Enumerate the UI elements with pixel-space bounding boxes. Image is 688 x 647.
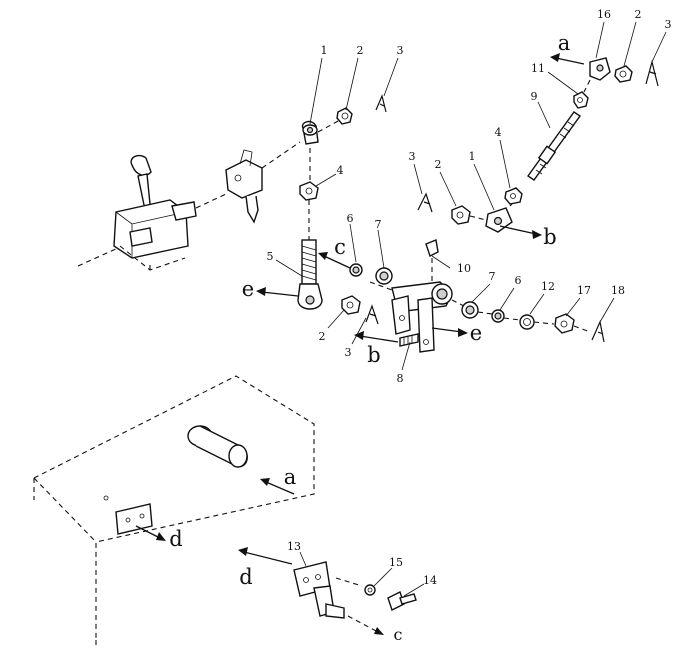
nut-4-mid: [504, 187, 523, 205]
label-p15: 15: [389, 556, 403, 569]
label-p4-top: 4: [337, 164, 344, 177]
rod-9: [527, 111, 581, 181]
pin-3-tr: [645, 59, 659, 87]
label-p18: 18: [611, 284, 625, 297]
nut-2-tr: [614, 65, 633, 83]
arrow-d-box: [135, 525, 166, 541]
top-nut: [336, 107, 353, 125]
label-p7-left: 7: [375, 218, 382, 231]
axis-line-right: [451, 299, 465, 307]
grease-fitting-10: [425, 239, 439, 284]
label-p8: 8: [397, 372, 404, 385]
mid-nut-4: [299, 181, 319, 240]
ref-e-right: e: [470, 321, 482, 345]
bushing-7-left: [375, 267, 393, 285]
ref-b-mid: b: [543, 225, 556, 249]
label-p3-bot: 3: [345, 346, 352, 359]
leader-lines: [275, 21, 667, 597]
control-lever-assembly: [77, 154, 227, 271]
enclosure-box: [33, 375, 315, 647]
label-p10: 10: [457, 262, 471, 275]
label-p9: 9: [531, 90, 538, 103]
bushing-7-right: [461, 301, 479, 319]
arrow-a-box: [260, 478, 295, 495]
nut-2-bottom: [341, 295, 361, 315]
arrow-b-bot: [354, 331, 399, 343]
label-p2-mid: 2: [435, 158, 442, 171]
arrow-c-bracket: [347, 615, 384, 635]
arrow-e-right: [431, 327, 468, 337]
arrow-c-mid: [318, 252, 351, 269]
label-p14: 14: [423, 574, 437, 587]
top-cotter-pin: [375, 94, 387, 113]
label-p7-right: 7: [489, 270, 496, 283]
label-p3-top: 3: [397, 44, 404, 57]
label-p13: 13: [287, 540, 301, 553]
label-p3-tr: 3: [665, 18, 672, 31]
arrow-e-left: [256, 287, 299, 297]
nut-17: [554, 313, 575, 334]
label-p6-left: 6: [347, 212, 354, 225]
nut-2-mid: [451, 205, 487, 225]
axis-line-right-2: [477, 311, 493, 315]
ref-d-bracket: d: [239, 565, 252, 589]
label-p2-bot: 2: [319, 330, 326, 343]
collar-6-left: [349, 263, 363, 277]
axis-line-right-5: [573, 325, 591, 333]
label-p6-right: 6: [515, 274, 522, 287]
label-p17: 17: [577, 284, 591, 297]
axis-line-right-3: [503, 317, 521, 321]
rod-5: [297, 239, 323, 310]
ref-a-box: a: [284, 465, 297, 489]
label-p5: 5: [267, 250, 274, 263]
ref-d-box: d: [169, 527, 182, 551]
collar-6-right: [491, 309, 505, 323]
label-p2-tr: 2: [635, 8, 642, 21]
label-p1-mid: 1: [469, 150, 476, 163]
ball-joint-16: [583, 57, 611, 93]
lever-bracket: [225, 141, 301, 224]
bolt-8: [399, 333, 419, 347]
reference-letters: a b c e b e a d d c: [169, 31, 570, 644]
arrow-d-bracket: [238, 547, 293, 565]
ref-c-bracket: c: [394, 625, 403, 644]
label-p3-mid: 3: [409, 150, 416, 163]
bracket-8: [369, 281, 453, 353]
arrow-a-top: [550, 53, 585, 65]
ref-c-mid: c: [334, 235, 346, 259]
pin-18: [591, 320, 605, 343]
label-p12: 12: [541, 280, 555, 293]
pin-3-mid: [417, 192, 433, 213]
nut-11: [573, 91, 589, 109]
washer-12: [519, 314, 535, 330]
label-p2-top: 2: [357, 44, 364, 57]
ref-a-top: a: [558, 31, 571, 55]
arrow-b-mid: [499, 225, 542, 239]
label-p11: 11: [531, 62, 545, 75]
top-ball-joint: [301, 119, 341, 190]
label-p1-top: 1: [321, 44, 328, 57]
label-p4-mid: 4: [495, 126, 502, 139]
bracket-13: [293, 561, 363, 619]
axis-line-right-4: [533, 321, 555, 325]
label-p16: 16: [597, 8, 611, 21]
ref-b-bot: b: [367, 343, 380, 367]
bolt-14: [387, 591, 417, 611]
ref-e-left: e: [242, 277, 254, 301]
washer-15: [364, 584, 376, 596]
part-labels: 1 2 3 4 5 6 7 10 2 3 8 7 6 12 17 18 16 2…: [267, 8, 672, 587]
pin-3-bottom: [365, 304, 379, 325]
